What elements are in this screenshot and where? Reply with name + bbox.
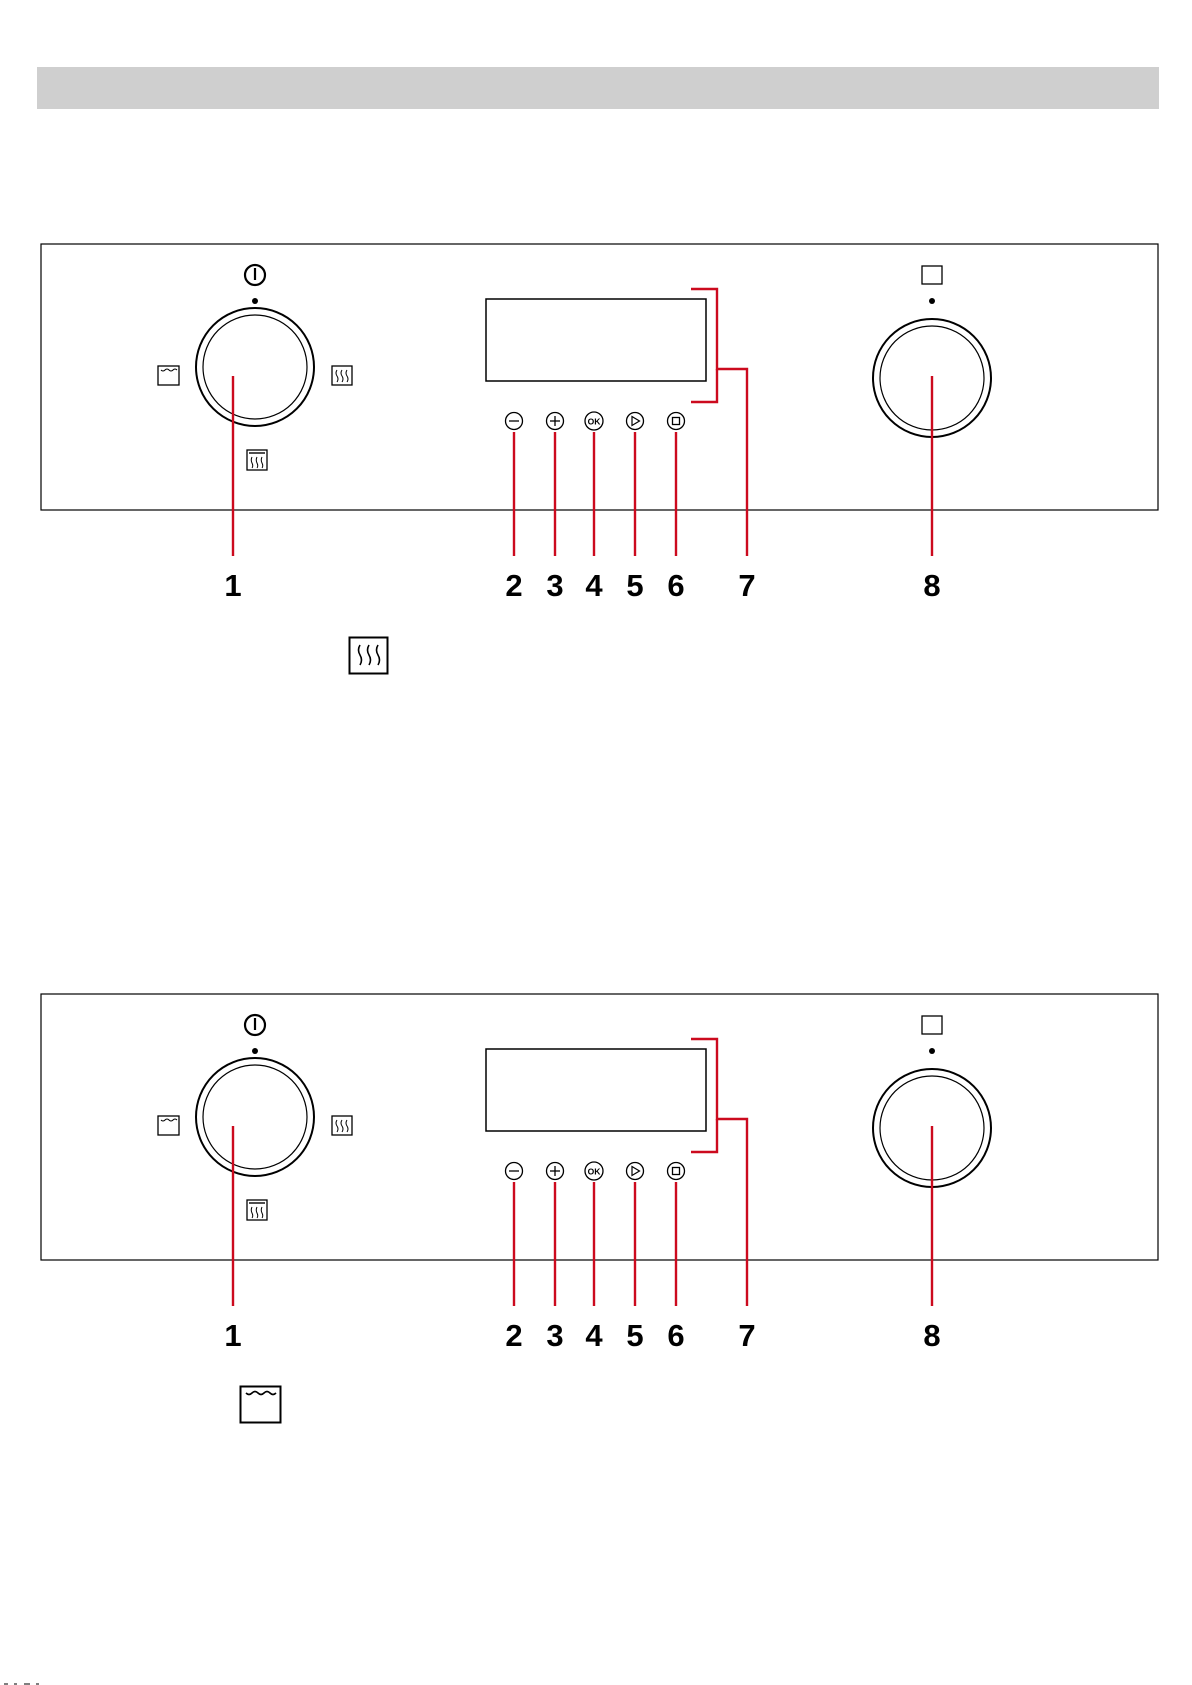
power-icon bbox=[245, 265, 265, 285]
knob-indicator-dot bbox=[929, 1048, 935, 1054]
callout-number-5: 5 bbox=[626, 570, 643, 601]
function-selector-knob[interactable] bbox=[196, 1058, 314, 1176]
ok-button-label: OK bbox=[588, 417, 602, 427]
callout-number-5: 5 bbox=[626, 1320, 643, 1351]
square-icon bbox=[922, 1016, 942, 1034]
page-edge-marks bbox=[0, 1672, 70, 1685]
section-header-bar bbox=[37, 67, 1159, 109]
display-screen bbox=[486, 1049, 706, 1131]
fan-heat-icon bbox=[348, 636, 390, 676]
callout-number-6: 6 bbox=[667, 570, 684, 601]
plus-button-icon[interactable] bbox=[547, 413, 564, 430]
top-heat-icon bbox=[158, 366, 179, 385]
control-panel-drawing: OK bbox=[0, 240, 1192, 570]
minus-button-icon[interactable] bbox=[506, 1163, 523, 1180]
fan-heat-icon bbox=[332, 366, 352, 385]
callout-number-2: 2 bbox=[505, 570, 522, 601]
fan-heat-icon bbox=[332, 1116, 352, 1135]
callout-number-1: 1 bbox=[224, 1320, 241, 1351]
knob-indicator-dot bbox=[252, 1048, 258, 1054]
function-selector-knob[interactable] bbox=[196, 308, 314, 426]
callout-number-6: 6 bbox=[667, 1320, 684, 1351]
grill-icon bbox=[247, 450, 267, 470]
top-heat-icon bbox=[158, 1116, 179, 1135]
ok-button-icon[interactable]: OK bbox=[585, 1162, 603, 1180]
display-screen bbox=[486, 299, 706, 381]
callout-number-1: 1 bbox=[224, 570, 241, 601]
control-panel-diagram-1: OK 1 2 3 4 5 6 7 8 bbox=[0, 240, 1192, 610]
callout-number-7: 7 bbox=[738, 1320, 755, 1351]
stop-button-icon[interactable] bbox=[668, 1163, 685, 1180]
knob-indicator-dot bbox=[252, 298, 258, 304]
control-panel-diagram-2: OK 1 2 3 4 5 6 7 8 bbox=[0, 990, 1192, 1360]
callout-number-4: 4 bbox=[585, 1320, 602, 1351]
grill-icon bbox=[247, 1200, 267, 1220]
power-icon bbox=[245, 1015, 265, 1035]
callout-number-8: 8 bbox=[923, 570, 940, 601]
plus-button-icon[interactable] bbox=[547, 1163, 564, 1180]
stop-button-icon[interactable] bbox=[668, 413, 685, 430]
callout-number-4: 4 bbox=[585, 570, 602, 601]
ok-button-icon[interactable]: OK bbox=[585, 412, 603, 430]
top-heat-icon bbox=[239, 1385, 283, 1425]
callout-number-7: 7 bbox=[738, 570, 755, 601]
play-button-icon[interactable] bbox=[627, 413, 644, 430]
ok-button-label: OK bbox=[588, 1167, 602, 1177]
minus-button-icon[interactable] bbox=[506, 413, 523, 430]
callout-number-3: 3 bbox=[546, 570, 563, 601]
callout-number-8: 8 bbox=[923, 1320, 940, 1351]
callout-number-3: 3 bbox=[546, 1320, 563, 1351]
control-panel-drawing: OK bbox=[0, 990, 1192, 1320]
play-button-icon[interactable] bbox=[627, 1163, 644, 1180]
square-icon bbox=[922, 266, 942, 284]
knob-indicator-dot bbox=[929, 298, 935, 304]
callout-number-2: 2 bbox=[505, 1320, 522, 1351]
